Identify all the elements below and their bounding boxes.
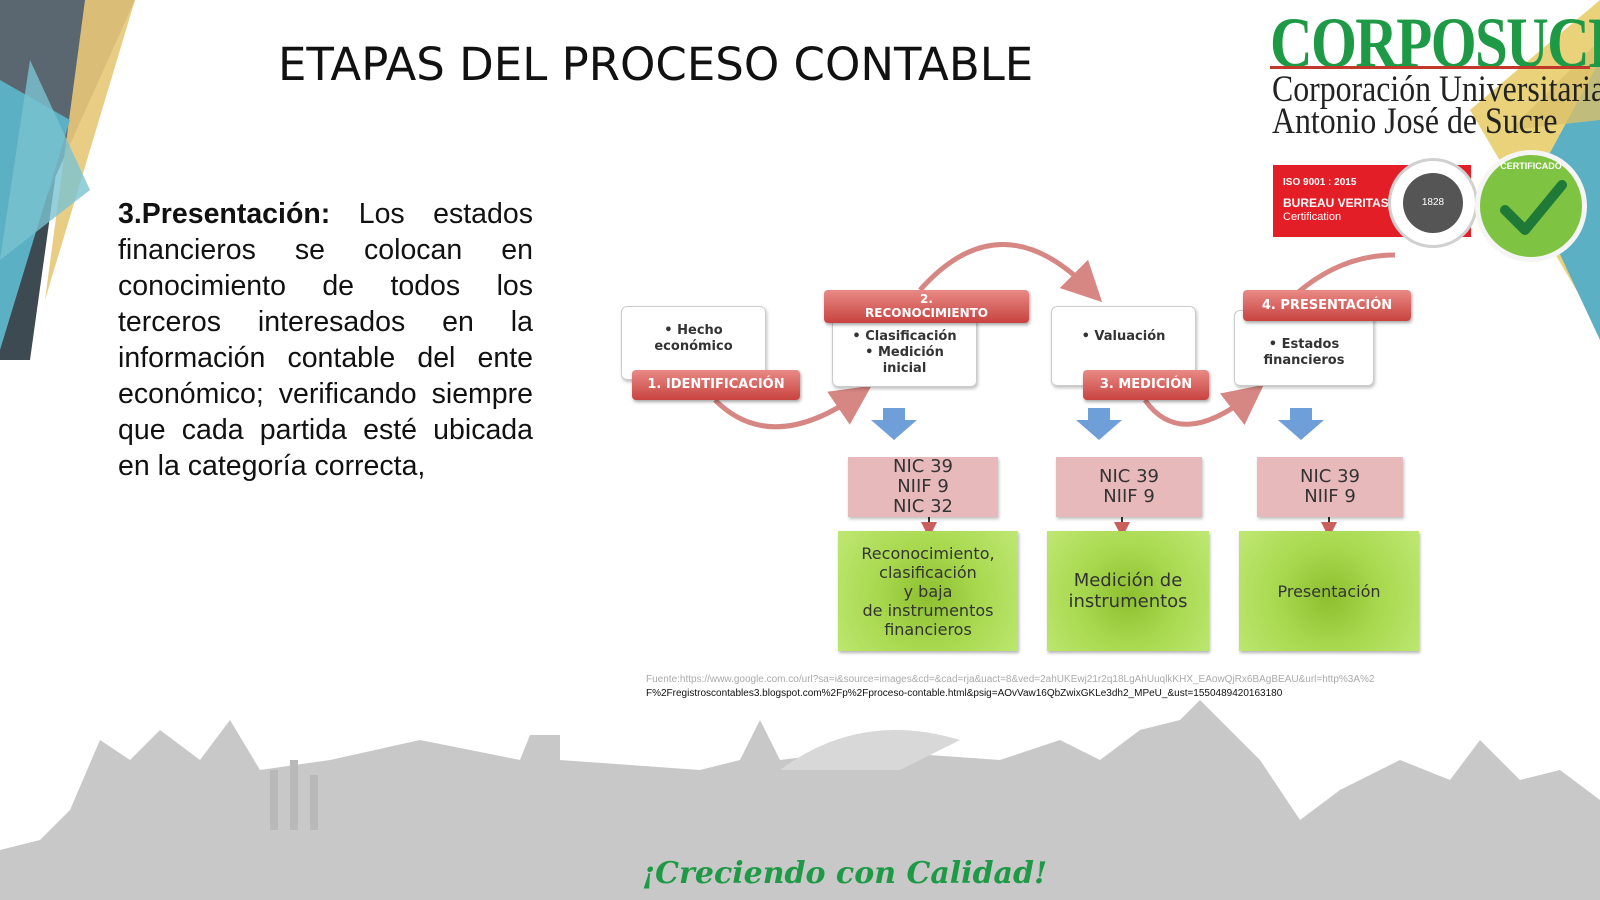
body-paragraph: 3.Presentación: Los estados financieros … bbox=[118, 196, 533, 484]
stage-box-identificacion: • Hecho económico bbox=[621, 306, 766, 380]
nic-box-3: NIC 39 NIIF 9 bbox=[1257, 457, 1403, 517]
nic-line: NIIF 9 bbox=[1304, 486, 1356, 507]
seal-year: 1828 bbox=[1403, 173, 1463, 233]
logo-underline bbox=[1270, 66, 1590, 69]
green-box-reconocimiento: Reconocimiento, clasificación y baja de … bbox=[838, 531, 1018, 651]
body-text: Los estados financieros se colocan en co… bbox=[118, 198, 533, 482]
iso-line2: BUREAU VERITAS bbox=[1283, 196, 1389, 210]
diagram-connectors bbox=[713, 242, 1396, 538]
stage-item: financieros bbox=[1263, 353, 1345, 368]
logo-subtitle-1: Corporación Universitaria bbox=[1272, 69, 1600, 110]
nic-line: NIC 39 bbox=[893, 456, 953, 477]
nic-box-2: NIC 39 NIIF 9 bbox=[1056, 457, 1202, 517]
footer-slogan: ¡Creciendo con Calidad! bbox=[642, 856, 1048, 891]
nic-line: NIIF 9 bbox=[1103, 486, 1155, 507]
city-skyline-illustration bbox=[0, 700, 1600, 900]
green-box-presentacion: Presentación bbox=[1239, 531, 1419, 651]
nic-line: NIC 39 bbox=[1300, 466, 1360, 487]
iso-line3: Certification bbox=[1283, 211, 1342, 223]
logo-subtitle-2: Antonio José de Sucre bbox=[1272, 101, 1558, 142]
green-box-medicion: Medición de instrumentos bbox=[1047, 531, 1209, 651]
stage-item: económico bbox=[654, 339, 733, 354]
green-line: financieros bbox=[884, 619, 972, 639]
slide-title: ETAPAS DEL PROCESO CONTABLE bbox=[278, 38, 1034, 91]
stage-label-identificacion: 1. IDENTIFICACIÓN bbox=[632, 370, 800, 400]
stage-item: • Medición bbox=[865, 345, 944, 360]
body-heading: 3.Presentación: bbox=[118, 198, 331, 230]
green-line: clasificación bbox=[879, 562, 977, 582]
stage-box-reconocimiento: • Clasificación • Medición inicial bbox=[832, 318, 977, 387]
left-decoration bbox=[0, 0, 135, 360]
green-line: Medición de bbox=[1073, 570, 1183, 591]
nic-line: NIC 32 bbox=[893, 496, 953, 517]
corposucre-logo: CORPOSUCRE bbox=[1270, 3, 1600, 83]
green-line: de instrumentos bbox=[862, 600, 994, 620]
green-line: Presentación bbox=[1277, 581, 1381, 601]
iso-line1: ISO 9001 : 2015 bbox=[1283, 177, 1357, 188]
bureau-veritas-seal: 1828 bbox=[1388, 158, 1478, 248]
stage-item: • Clasificación bbox=[852, 329, 957, 344]
source-line-1: Fuente:https://www.google.com.co/url?sa=… bbox=[646, 674, 1375, 685]
checkmark-icon bbox=[1500, 180, 1567, 235]
green-line: y baja bbox=[903, 581, 953, 601]
stage-item: • Valuación bbox=[1081, 329, 1166, 344]
green-line: Reconocimiento, bbox=[861, 543, 995, 563]
nic-box-1: NIC 39 NIIF 9 NIC 32 bbox=[848, 457, 998, 517]
stage-label-number: 2. bbox=[920, 292, 933, 306]
stage-label-reconocimiento: 2. RECONOCIMIENTO bbox=[824, 290, 1029, 323]
nic-line: NIC 39 bbox=[1099, 466, 1159, 487]
source-line-2: F%2Fregistroscontables3.blogspot.com%2Fp… bbox=[646, 688, 1283, 699]
nic-line: NIIF 9 bbox=[897, 476, 949, 497]
stage-label-presentacion: 4. PRESENTACIÓN bbox=[1243, 290, 1411, 321]
certified-checkmark-badge: CERTIFICADO bbox=[1475, 150, 1587, 262]
stage-item: • Estados bbox=[1268, 337, 1340, 352]
stage-item: inicial bbox=[882, 361, 927, 376]
cert-text: CERTIFICADO bbox=[1500, 161, 1562, 171]
stage-label-text: RECONOCIMIENTO bbox=[865, 306, 988, 320]
stage-label-medicion: 3. MEDICIÓN bbox=[1083, 370, 1209, 400]
green-line: instrumentos bbox=[1068, 591, 1188, 612]
stage-item: • Hecho bbox=[664, 323, 723, 338]
stage-box-presentacion: • Estados financieros bbox=[1234, 310, 1374, 386]
